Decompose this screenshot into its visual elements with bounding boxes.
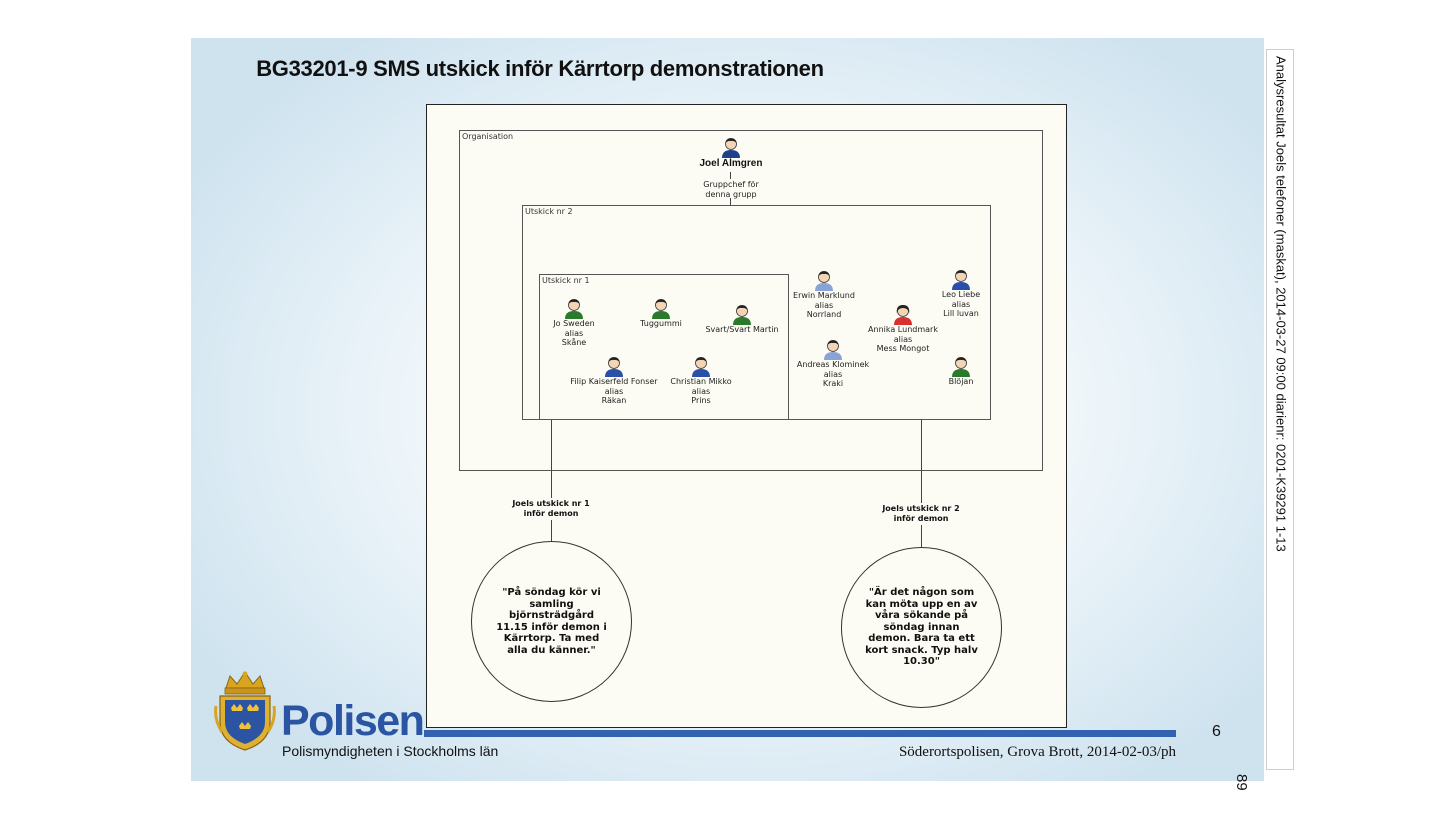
message-circle-1[interactable]: "På söndag kör vi samling björnsträdgård… bbox=[471, 541, 632, 702]
person-icon bbox=[894, 305, 912, 325]
footer-bar bbox=[424, 730, 1176, 737]
edge-line-2-top bbox=[921, 420, 922, 503]
message-circle-2[interactable]: "Är det någon som kan möta upp en av vår… bbox=[841, 547, 1002, 708]
person-svart-svart-martin[interactable]: Svart/Svart Martin bbox=[697, 303, 787, 335]
logo-wordmark: Polisen bbox=[281, 697, 425, 745]
person-blojan[interactable]: Blöjan bbox=[916, 355, 1006, 387]
person-icon bbox=[824, 340, 842, 360]
diagram-panel: Organisation Joel Almgren Gruppchef för … bbox=[426, 104, 1067, 728]
connector-leader-to-group bbox=[730, 198, 731, 205]
edge-line-1-top bbox=[551, 420, 552, 498]
person-icon bbox=[652, 299, 670, 319]
person-icon bbox=[692, 357, 710, 377]
person-icon bbox=[815, 271, 833, 291]
footer-text: Söderortspolisen, Grova Brott, 2014-02-0… bbox=[898, 744, 1176, 760]
utskick1-box: Utskick nr 1 bbox=[539, 274, 789, 420]
message-text-1: "På söndag kör vi samling björnsträdgård… bbox=[496, 587, 607, 656]
logo-subtitle: Polismyndigheten i Stockholms län bbox=[282, 743, 499, 759]
corner-number: 89 bbox=[1233, 774, 1250, 791]
organisation-box: Organisation bbox=[459, 130, 1043, 471]
person-icon bbox=[733, 305, 751, 325]
side-note-frame bbox=[1266, 49, 1294, 770]
person-joel-almgren[interactable]: Joel Almgren bbox=[676, 136, 786, 169]
utskick1-label: Utskick nr 1 bbox=[542, 276, 590, 285]
organisation-label: Organisation bbox=[462, 132, 514, 141]
leader-name: Joel Almgren bbox=[699, 158, 763, 169]
edge-line-2-bottom bbox=[921, 525, 922, 547]
person-tuggummi[interactable]: Tuggummi bbox=[616, 297, 706, 329]
message-text-2: "Är det någon som kan möta upp en av vår… bbox=[865, 587, 978, 668]
police-emblem-icon bbox=[214, 671, 276, 751]
edge-line-1-bottom bbox=[551, 520, 552, 541]
person-icon bbox=[952, 357, 970, 377]
person-icon bbox=[565, 299, 583, 319]
page-number: 6 bbox=[1212, 723, 1221, 740]
side-note: Analysresultat Joels telefoner (maskat),… bbox=[1273, 56, 1289, 552]
person-icon bbox=[605, 357, 623, 377]
person-icon bbox=[722, 138, 740, 158]
slide-title: BG33201-9 SMS utskick inför Kärrtorp dem… bbox=[256, 56, 824, 81]
leader-role: Gruppchef för denna grupp bbox=[703, 180, 759, 199]
connector-leader bbox=[730, 172, 731, 179]
utskick2-label: Utskick nr 2 bbox=[525, 207, 573, 216]
person-icon bbox=[952, 270, 970, 290]
